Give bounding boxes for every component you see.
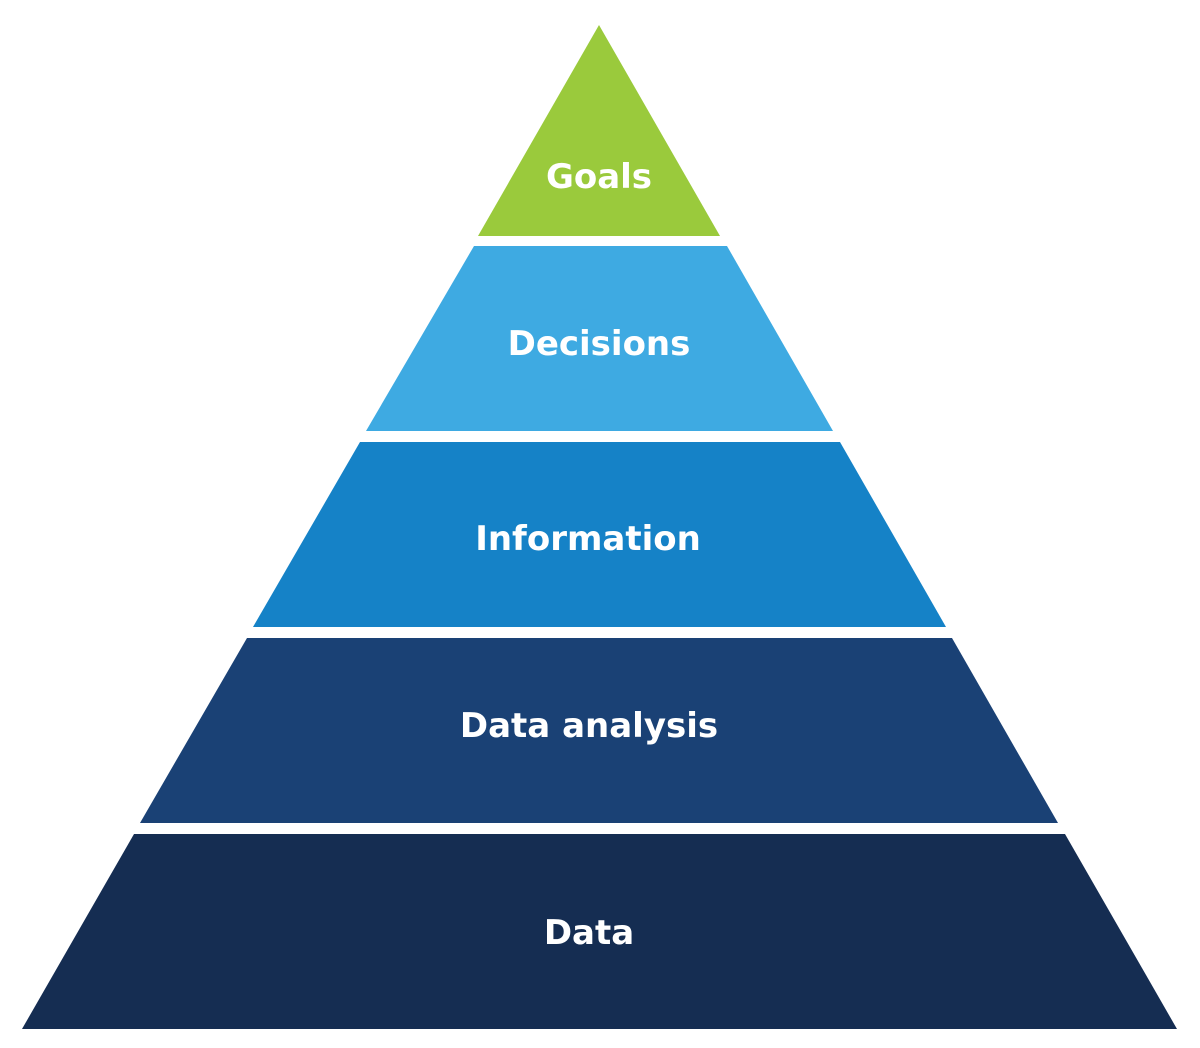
- tier-data-analysis-shape: [140, 638, 1058, 823]
- tier-data-analysis: Data analysis: [140, 638, 1058, 823]
- tier-information: Information: [253, 442, 946, 627]
- tier-goals-shape: [478, 25, 720, 236]
- tier-data-label: Data: [544, 913, 634, 953]
- tier-information-shape: [253, 442, 946, 627]
- tier-decisions: Decisions: [366, 246, 833, 431]
- tier-decisions-label: Decisions: [508, 324, 691, 364]
- tier-data-shape: [22, 834, 1177, 1029]
- tier-decisions-shape: [366, 246, 833, 431]
- tier-data: Data: [22, 834, 1177, 1029]
- tier-goals: Goals: [478, 25, 720, 236]
- tier-goals-label: Goals: [546, 157, 652, 197]
- tier-data-analysis-label: Data analysis: [460, 706, 718, 746]
- tier-information-label: Information: [475, 519, 701, 559]
